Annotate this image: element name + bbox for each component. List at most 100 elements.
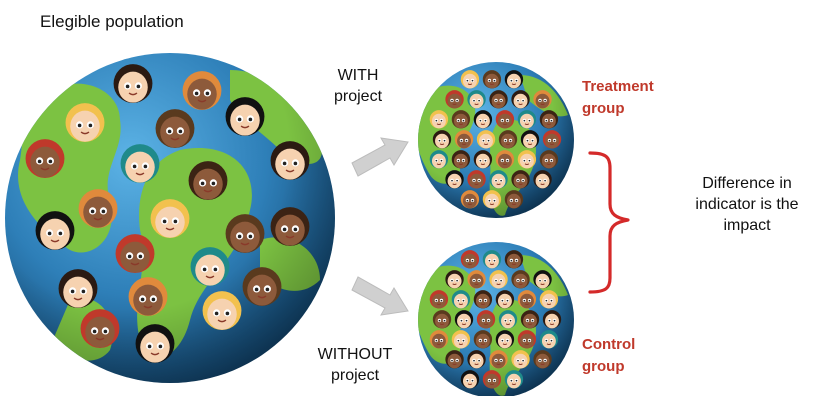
person-face-icon — [520, 310, 540, 329]
person-face-icon — [482, 70, 502, 89]
person-face-icon — [432, 310, 452, 329]
person-face-icon — [504, 250, 524, 269]
person-face-icon — [504, 190, 524, 209]
person-face-icon — [542, 130, 562, 149]
person-face-icon — [35, 211, 75, 250]
person-face-icon — [517, 290, 537, 309]
person-face-icon — [115, 234, 155, 273]
without-project-arrow — [351, 276, 409, 316]
person-face-icon — [482, 370, 502, 389]
treatment-line1: Treatment — [582, 78, 654, 95]
treatment-line2: group — [582, 100, 625, 117]
person-face-icon — [188, 161, 228, 200]
person-face-icon — [517, 110, 537, 129]
person-face-icon — [182, 71, 222, 110]
impact-brace — [588, 151, 630, 294]
person-face-icon — [467, 90, 486, 109]
person-face-icon — [25, 139, 65, 178]
person-face-icon — [460, 70, 480, 89]
person-face-icon — [78, 189, 118, 228]
person-face-icon — [489, 350, 508, 369]
person-face-icon — [533, 170, 552, 189]
treatment-globe — [418, 62, 574, 218]
person-face-icon — [533, 350, 552, 369]
person-face-icon — [270, 141, 310, 180]
person-face-icon — [533, 270, 552, 289]
impact-description: Difference in indicator is the impact — [668, 173, 826, 236]
person-face-icon — [511, 170, 530, 189]
person-face-icon — [120, 144, 160, 183]
person-face-icon — [445, 270, 464, 289]
person-face-icon — [504, 370, 524, 389]
person-face-icon — [533, 90, 552, 109]
person-face-icon — [467, 350, 486, 369]
person-face-icon — [202, 291, 242, 330]
person-face-icon — [135, 324, 175, 363]
person-face-icon — [445, 350, 464, 369]
person-face-icon — [454, 130, 474, 149]
impact-line2: indicator is the — [695, 196, 799, 213]
person-face-icon — [511, 350, 530, 369]
person-face-icon — [451, 110, 471, 129]
person-face-icon — [495, 330, 515, 349]
person-face-icon — [432, 130, 452, 149]
person-face-icon — [495, 150, 515, 169]
person-face-icon — [476, 130, 496, 149]
person-face-icon — [476, 310, 496, 329]
without-project-label: WITHOUT project — [300, 344, 410, 386]
person-face-icon — [511, 270, 530, 289]
person-face-icon — [155, 109, 195, 148]
person-face-icon — [445, 90, 464, 109]
person-face-icon — [80, 309, 120, 348]
person-face-icon — [539, 330, 559, 349]
person-face-icon — [460, 250, 480, 269]
without-project-line2: project — [330, 367, 380, 384]
person-face-icon — [489, 270, 508, 289]
impact-line3: impact — [723, 217, 771, 234]
person-face-icon — [128, 277, 168, 316]
control-line2: group — [582, 358, 625, 375]
person-face-icon — [445, 170, 464, 189]
person-face-icon — [270, 207, 310, 246]
person-face-icon — [113, 64, 153, 103]
person-face-icon — [495, 110, 515, 129]
person-face-icon — [454, 310, 474, 329]
person-face-icon — [498, 130, 518, 149]
person-face-icon — [150, 199, 190, 238]
person-face-icon — [473, 290, 493, 309]
person-face-icon — [473, 110, 493, 129]
control-globe — [418, 242, 574, 396]
person-face-icon — [473, 150, 493, 169]
without-project-line1: WITHOUT — [317, 346, 393, 363]
person-face-icon — [65, 103, 105, 142]
with-project-line1: WITH — [337, 67, 379, 84]
person-face-icon — [460, 190, 480, 209]
person-face-icon — [542, 310, 562, 329]
person-face-icon — [451, 290, 471, 309]
person-face-icon — [517, 330, 537, 349]
person-face-icon — [460, 370, 480, 389]
control-line1: Control — [582, 336, 636, 353]
person-face-icon — [467, 170, 486, 189]
person-face-icon — [511, 90, 530, 109]
person-face-icon — [225, 214, 265, 253]
person-face-icon — [429, 150, 449, 169]
person-face-icon — [225, 97, 265, 136]
person-face-icon — [504, 70, 524, 89]
with-project-arrow — [351, 137, 409, 177]
with-project-label: WITH project — [308, 65, 408, 107]
control-group-label: Control group — [582, 334, 635, 378]
person-face-icon — [473, 330, 493, 349]
person-face-icon — [467, 270, 486, 289]
person-face-icon — [242, 267, 282, 306]
person-face-icon — [429, 330, 449, 349]
person-face-icon — [517, 150, 537, 169]
person-face-icon — [498, 310, 518, 329]
person-face-icon — [58, 269, 98, 308]
person-face-icon — [489, 170, 508, 189]
person-face-icon — [451, 330, 471, 349]
person-face-icon — [190, 247, 230, 286]
with-project-line2: project — [333, 88, 383, 105]
person-face-icon — [539, 290, 559, 309]
eligible-population-title: Elegible population — [40, 12, 184, 31]
